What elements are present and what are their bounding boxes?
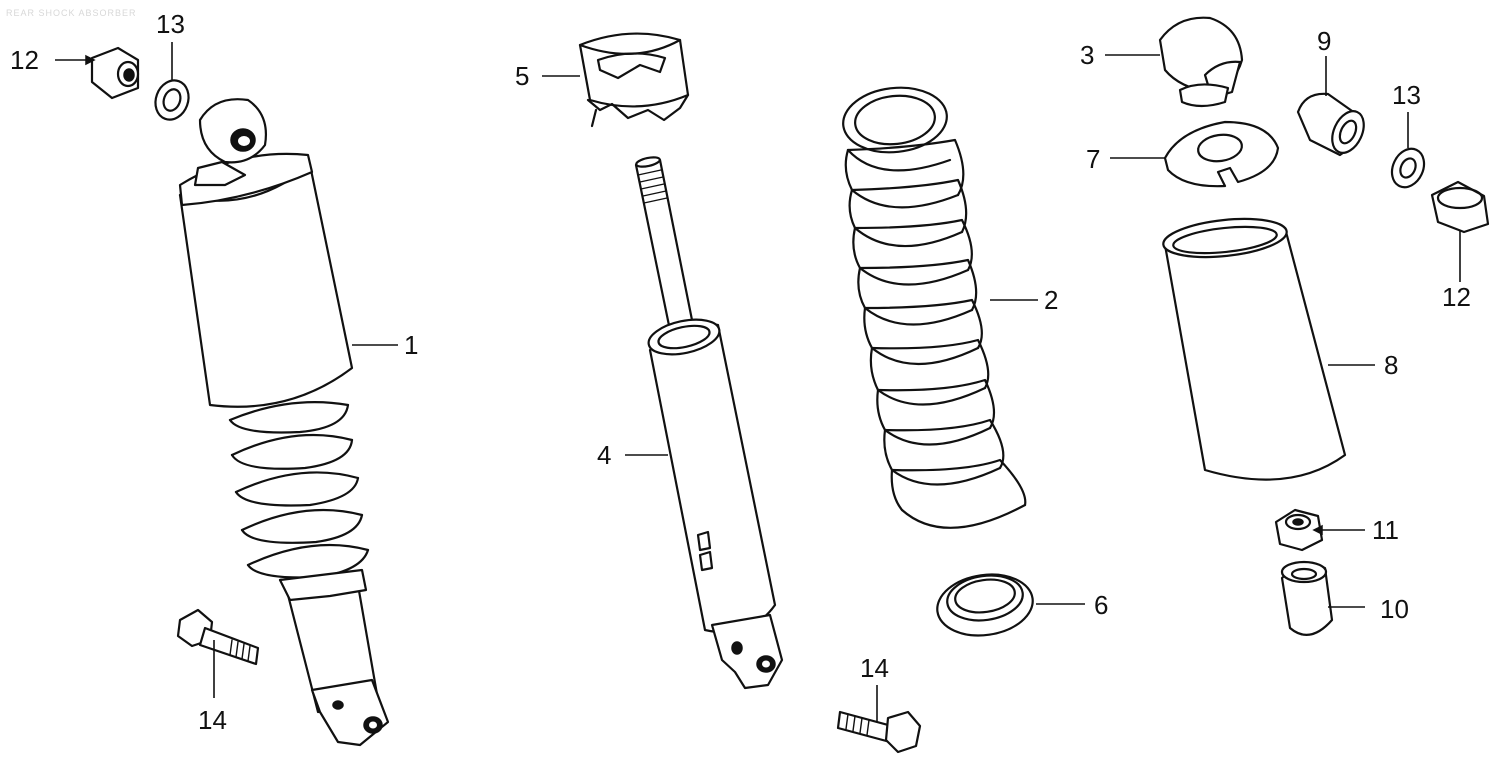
part-5-spring-stopper <box>542 32 690 128</box>
callout-10: 10 <box>1380 594 1409 624</box>
callout-14-left: 14 <box>198 705 227 735</box>
callout-13-right: 13 <box>1392 80 1421 110</box>
part-12-cap-nut-left <box>55 46 140 100</box>
callout-11: 11 <box>1372 515 1399 545</box>
part-12-cap-nut-right <box>1430 180 1490 282</box>
part-3-upper-joint <box>1105 16 1244 108</box>
part-4-damper <box>625 156 784 690</box>
part-14-bolt-right <box>836 685 922 754</box>
callout-14-right: 14 <box>860 653 889 683</box>
callout-3: 3 <box>1080 40 1095 70</box>
faint-header-text: REAR SHOCK ABSORBER <box>6 8 137 18</box>
part-7-spring-retainer <box>1110 120 1280 188</box>
callout-9: 9 <box>1317 26 1332 56</box>
callout-1: 1 <box>404 330 419 360</box>
callout-2: 2 <box>1044 285 1059 315</box>
callout-7: 7 <box>1086 144 1101 174</box>
part-14-bolt-left <box>176 608 260 698</box>
part-6-spring-seat <box>936 573 1085 637</box>
callout-12-right: 12 <box>1442 282 1471 312</box>
part-10-bump-rubber <box>1280 560 1365 636</box>
part-8-spring-cover <box>1162 217 1375 481</box>
callout-12-left: 12 <box>10 45 39 75</box>
part-11-nut <box>1274 508 1365 552</box>
part-2-coil-spring <box>842 86 1038 529</box>
part-13-washer-right <box>1390 112 1426 189</box>
part-1-shock-absorber-assembly <box>178 98 398 747</box>
callout-13-left: 13 <box>156 9 185 39</box>
callout-6: 6 <box>1094 590 1109 620</box>
callout-5: 5 <box>515 61 530 91</box>
callout-4: 4 <box>597 440 612 470</box>
callout-8: 8 <box>1384 350 1399 380</box>
part-9-bush <box>1296 56 1365 157</box>
part-13-washer-left <box>154 42 190 121</box>
